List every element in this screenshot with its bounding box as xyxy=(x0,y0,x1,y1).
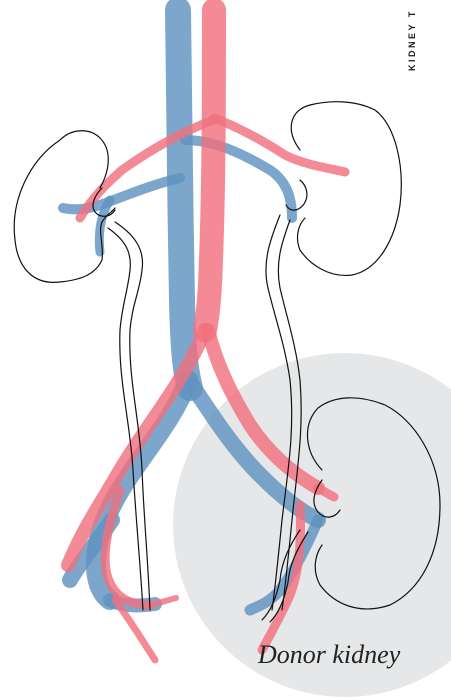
side-title: KIDNEY T xyxy=(387,0,417,80)
left-ureter-inner xyxy=(108,228,143,610)
native-kidney-right xyxy=(291,102,401,276)
inferior-vena-cava xyxy=(178,10,190,388)
abdominal-aorta xyxy=(205,10,214,330)
donor-kidney-label: Donor kidney xyxy=(258,640,400,670)
right-renal-artery xyxy=(214,118,345,172)
left-renal-vein xyxy=(63,178,180,209)
left-ureter-outer xyxy=(115,222,150,610)
left-external-iliac-artery xyxy=(105,490,150,605)
